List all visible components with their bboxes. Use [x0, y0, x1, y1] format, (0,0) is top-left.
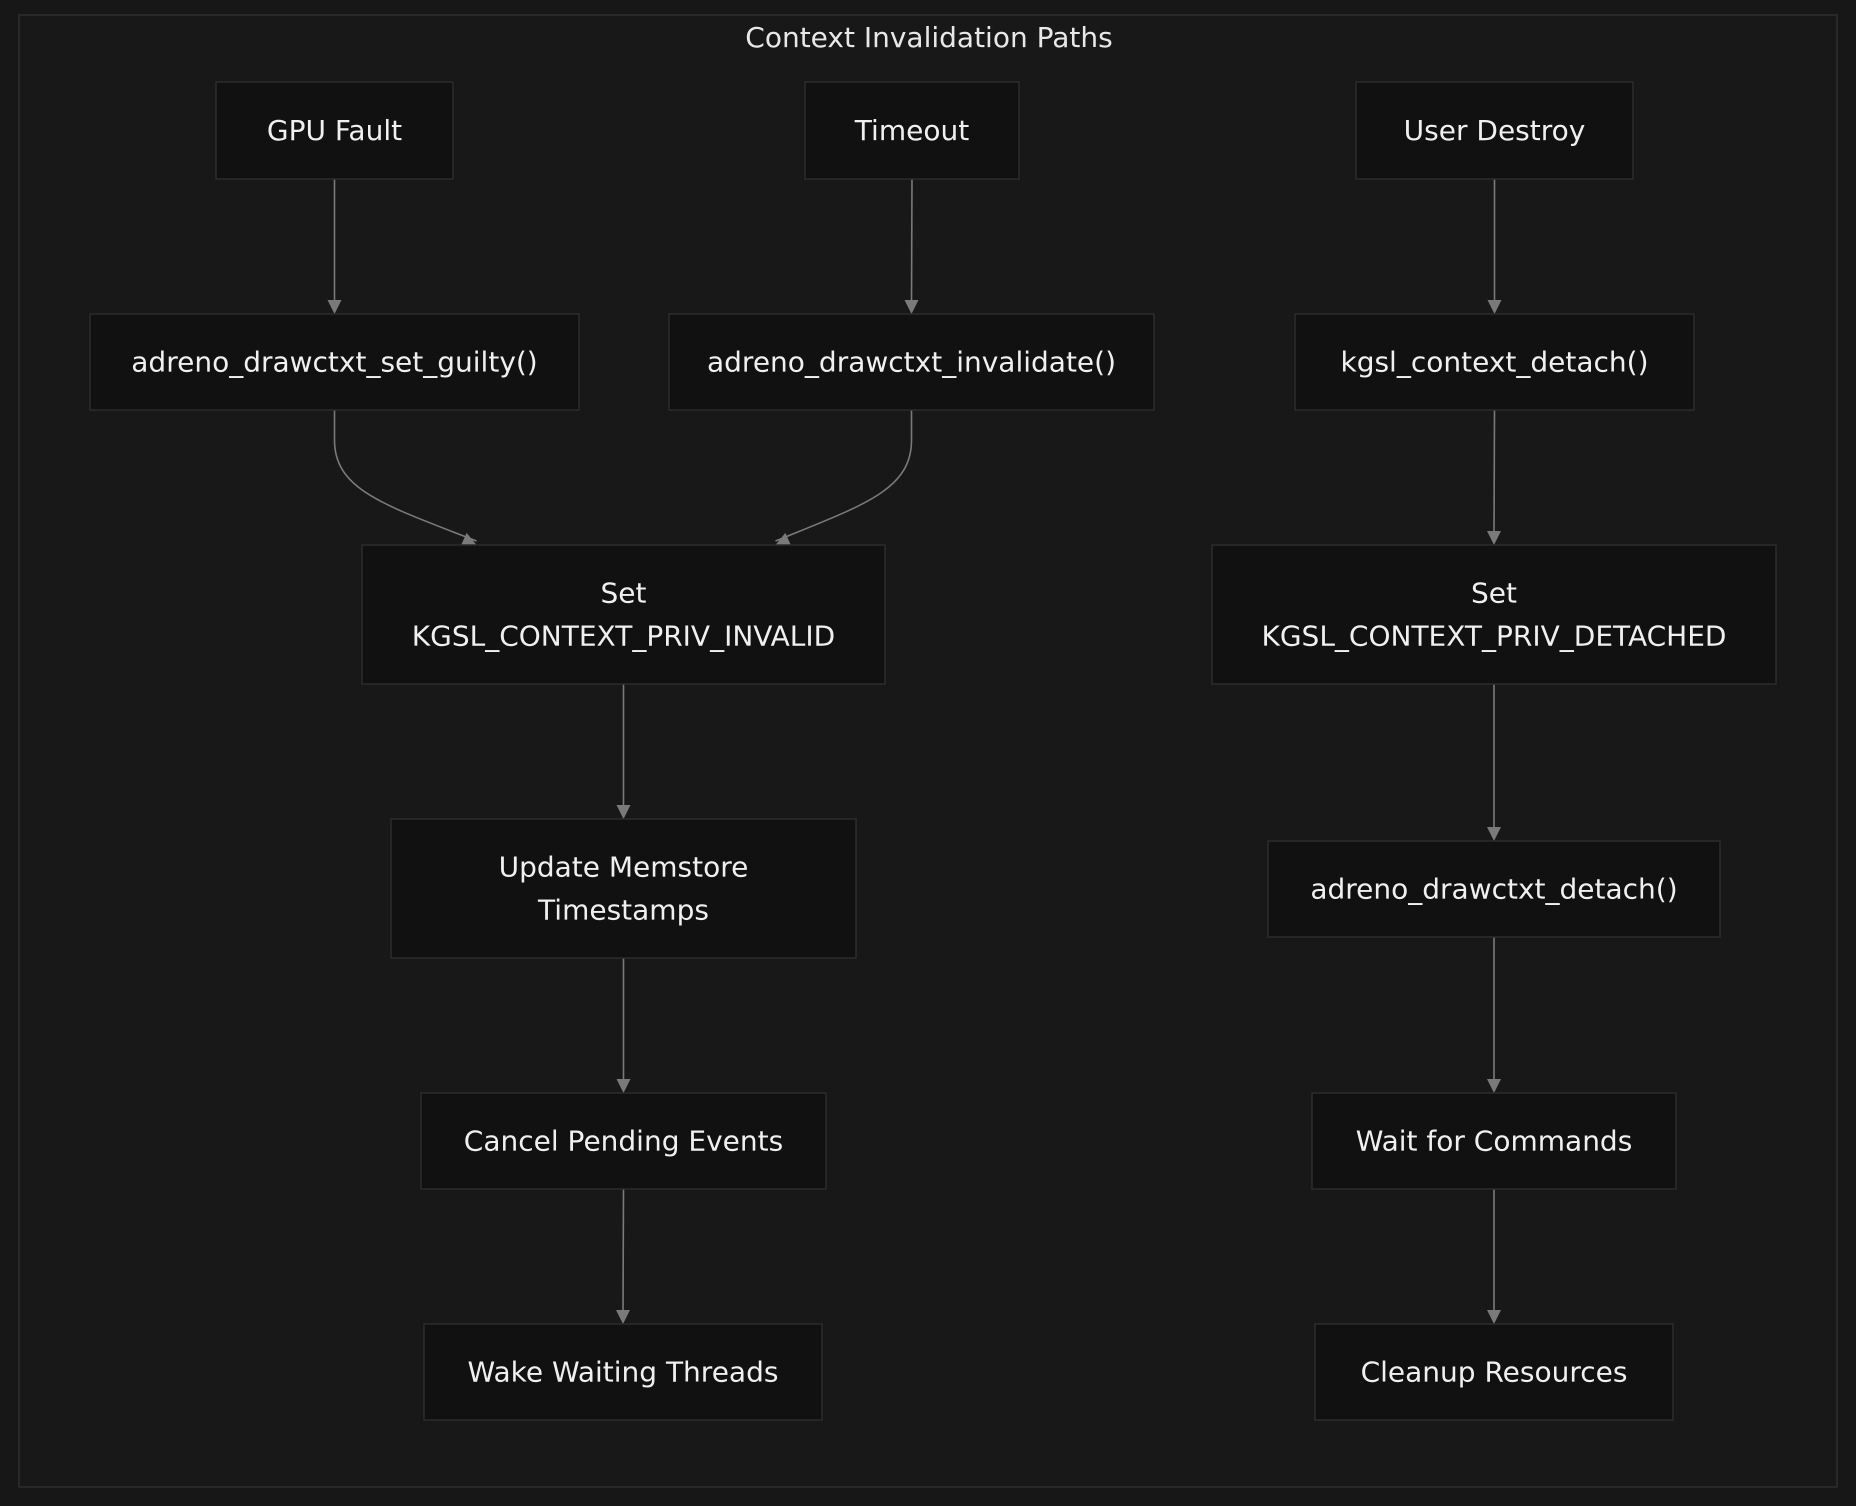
node-label-line: User Destroy [1404, 114, 1586, 147]
node-label-line: Timeout [854, 114, 969, 147]
edge-arrowhead [1487, 827, 1501, 841]
node-cancel-events: Cancel Pending Events [420, 1092, 827, 1190]
node-box [1294, 313, 1695, 411]
node-label-line: Update Memstore [499, 851, 749, 884]
node-label-line: KGSL_CONTEXT_PRIV_DETACHED [1261, 620, 1726, 653]
edge-invalidate-to-set_invalid [775, 410, 913, 542]
node-label-line: Cancel Pending Events [464, 1125, 783, 1158]
edge-context_detach-to-set_detached [1493, 409, 1496, 534]
node-box [1314, 1323, 1674, 1421]
node-label-line: Wake Waiting Threads [468, 1356, 779, 1389]
node-box [1355, 81, 1634, 180]
edge-arrowhead [1487, 1310, 1501, 1324]
node-box [361, 544, 886, 685]
edges-layer [327, 178, 1502, 1324]
edge-arrowhead [616, 1079, 631, 1093]
node-box [1267, 840, 1721, 938]
node-box [1211, 544, 1777, 685]
node-box [804, 81, 1020, 180]
node-gpu-fault: GPU Fault [215, 81, 454, 180]
edge-arrowhead [775, 532, 792, 546]
edge-arrowhead [904, 300, 919, 314]
node-label-line: Cleanup Resources [1361, 1356, 1628, 1389]
edge-arrowhead [327, 300, 342, 314]
nodes-layer: GPU Fault Timeout User Destroy adreno_drawc… [89, 81, 1777, 1421]
node-invalidate: adreno_drawctxt_invalidate() [668, 313, 1155, 411]
node-set-guilty: adreno_drawctxt_set_guilty() [89, 313, 580, 411]
node-box [215, 81, 454, 180]
node-label-line: KGSL_CONTEXT_PRIV_INVALID [412, 620, 835, 653]
edge-arrowhead [1487, 531, 1501, 545]
node-box [420, 1092, 827, 1190]
edge-arrowhead [616, 805, 631, 819]
node-timeout: Timeout [804, 81, 1020, 180]
node-context-detach: kgsl_context_detach() [1294, 313, 1695, 411]
edge-arrowhead [1487, 300, 1502, 314]
diagram-frame [18, 14, 1838, 1488]
node-label-line: adreno_drawctxt_invalidate() [707, 346, 1116, 379]
node-label-line: kgsl_context_detach() [1340, 346, 1648, 379]
node-box [668, 313, 1155, 411]
node-label-line: Set [601, 577, 647, 610]
node-drawctxt-detach: adreno_drawctxt_detach() [1267, 840, 1721, 938]
node-wait-commands: Wait for Commands [1311, 1092, 1677, 1190]
node-label-line: adreno_drawctxt_set_guilty() [131, 346, 537, 379]
node-wake-threads: Wake Waiting Threads [423, 1323, 823, 1421]
edge-timeout-to-invalidate [910, 178, 913, 303]
edge-arrowhead [616, 1310, 630, 1324]
node-label-line: adreno_drawctxt_detach() [1310, 873, 1677, 906]
edge-set_guilty-to-set_invalid [333, 410, 477, 542]
node-label-line: Timestamps [537, 894, 709, 927]
node-box [423, 1323, 823, 1421]
node-box [1311, 1092, 1677, 1190]
node-label-line: GPU Fault [267, 114, 402, 147]
node-label-line: Wait for Commands [1356, 1125, 1633, 1158]
node-label-line: Set [1471, 577, 1517, 610]
edge-cancel_events-to-wake_threads [622, 1188, 625, 1313]
edge-arrowhead [1487, 1079, 1501, 1093]
diagram-title: Context Invalidation Paths [745, 21, 1112, 54]
node-cleanup: Cleanup Resources [1314, 1323, 1674, 1421]
node-box [89, 313, 580, 411]
node-box [390, 818, 857, 959]
edge-arrowhead [460, 532, 477, 546]
node-user-destroy: User Destroy [1355, 81, 1634, 180]
